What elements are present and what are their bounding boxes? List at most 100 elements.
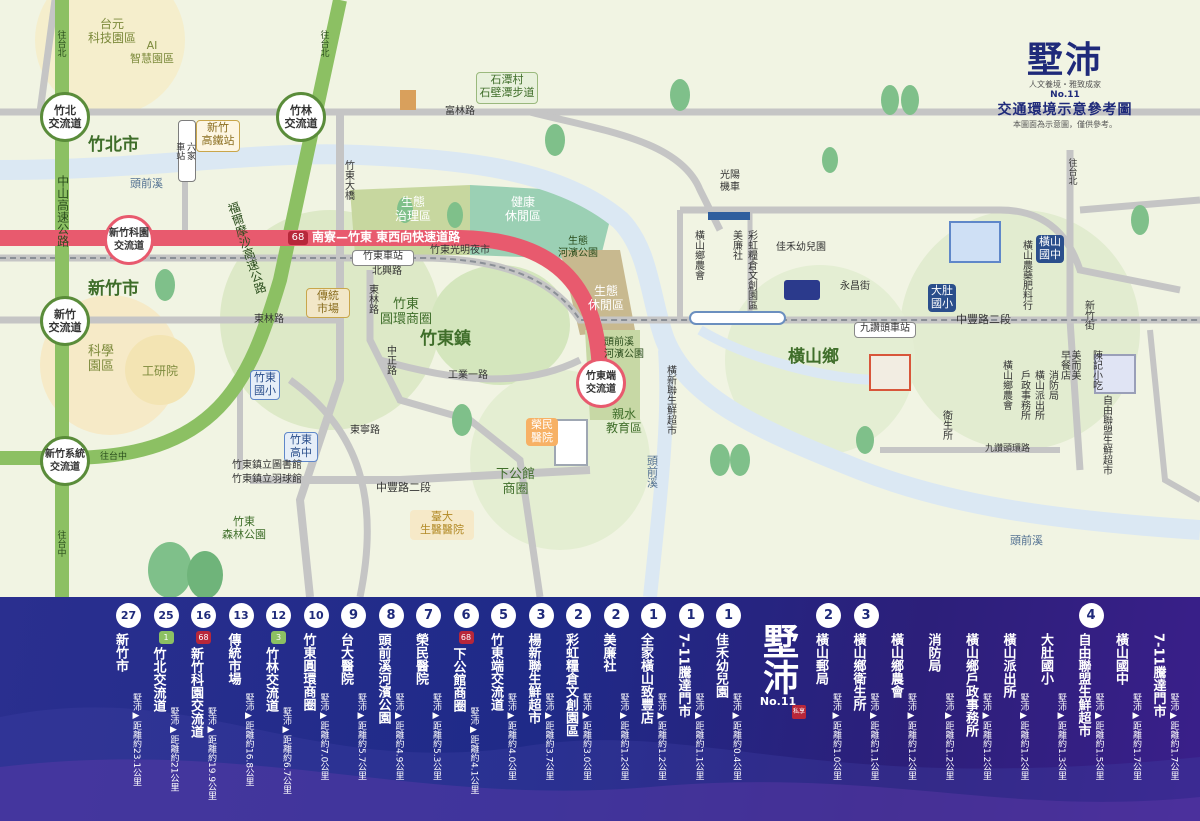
legend-entry-number: 3 (853, 603, 879, 628)
legend-entry-distance: 墅沛▶距離約1.2公里 (981, 693, 991, 781)
qinshui-park-label: 親水 教育區 (606, 407, 643, 435)
zhudong-town-area (430, 265, 570, 385)
legend-logo-number: No.11 (759, 695, 797, 708)
legend-entry-distance: 墅沛▶距離約1.1公里 (868, 693, 879, 781)
legend-entry-distance: 墅沛▶距離約7.0公里 (318, 693, 329, 781)
station-building-icon (708, 212, 750, 220)
legend-entry: 橫山鄉農會墅沛▶距離約1.2公里 (887, 603, 921, 817)
zhulin-ic[interactable]: 竹林 交流道 (276, 92, 326, 142)
rongmin-hospital-label: 榮民 醫院 (526, 418, 558, 446)
zhudong-inner-road (366, 270, 544, 597)
guangming-night-market-label: 竹東光明夜市 (430, 245, 490, 256)
meilianshe-label: 美廉社 (730, 230, 742, 260)
legend-entry-name: 美廉社 (600, 633, 616, 672)
route-68-badge: 68 (288, 231, 308, 245)
train-icon (689, 311, 786, 325)
legend-entry-name: 橫山鄉農會 (888, 633, 903, 698)
legend-entry-distance: 墅沛▶距離約19.9公里 (206, 707, 216, 801)
hospital-building-icon (554, 419, 588, 466)
legend-entry: 大肚國小墅沛▶距離約1.3公里 (1037, 603, 1071, 817)
legend-entry-distance: 墅沛▶距離約0.4公里 (731, 693, 741, 781)
beixing-road-label: 北興路 (372, 266, 402, 277)
xinzhu-science-ic-label: 新竹科園 交流道 (109, 228, 149, 252)
legend-entry: 7-11騰達門市墅沛▶距離約1.7公里 (1150, 603, 1184, 817)
legend-entry-name: 消防局 (925, 633, 941, 672)
legend-entry-name: 竹林交流道 (263, 647, 278, 712)
rainbow-park-label: 彩虹糧倉文創園區 (745, 230, 757, 310)
to-taizhong-2-label: 往台中 (100, 452, 128, 462)
road-curve-ne (529, 108, 724, 232)
xinlian-market-label: 橫新聯生鮮超市 (664, 365, 676, 435)
legend-entry-number: 10 (303, 603, 329, 628)
xinzhu-street (1147, 329, 1200, 503)
breakfast-label: 美而美 早餐店 (1058, 350, 1081, 380)
legend-entry: 橫山鄉戶政事務所墅沛▶距離約1.2公里 (962, 603, 996, 817)
legend-entry-number: 2 (566, 603, 591, 628)
legend-entry-name: 佳禾幼兒園 (713, 633, 728, 698)
zhudong-badminton-label: 竹東鎮立羽球館 (232, 474, 302, 485)
hengshan-junior-label: 橫山 國中 (1036, 235, 1064, 263)
shitan-village-label: 石潭村 石壁潭步道 (476, 72, 538, 104)
zhudong-end-ic[interactable]: 竹東端 交流道 (576, 358, 626, 408)
farm-assoc-label: 橫山鄉農會 (1000, 360, 1012, 410)
legend-background-waves (0, 707, 1200, 821)
legend-entry-distance: 墅沛▶距離約1.1公里 (693, 693, 704, 781)
legend-entry-name: 頭前溪河濱公園 (375, 633, 391, 724)
legend-entry-number: 16 (191, 603, 216, 628)
xinzhu-science-ic[interactable]: 新竹科園 交流道 (104, 215, 154, 265)
legend-entry-name: 竹東圓環商圈 (300, 633, 316, 711)
to-taipei-2-label: 往台北 (318, 30, 329, 57)
hsinchu-city-label: 新竹市 (88, 279, 139, 299)
taiyuan-park-label: 台元 科技園區 (88, 17, 137, 45)
legend-entry-distance: 墅沛▶距離約1.3公里 (1056, 693, 1066, 781)
hengshan-farm-label: 橫山鄉農會 (692, 230, 704, 280)
jiuzantou-station-label: 九讚頭車站 (854, 322, 916, 338)
ziyou-market-label: 自由聯盟生鮮超市 (1100, 395, 1112, 475)
mall-building-icon (1094, 354, 1136, 394)
hengshan-farm-coop-label: 橫山農藥肥料行 (1020, 240, 1032, 310)
police-station-label: 橫山派出所 (1032, 370, 1044, 420)
legend-entry: 10 竹東圓環商圈墅沛▶距離約7.0公里 (300, 603, 334, 817)
brand-title: 交通環境示意參考圖 (997, 102, 1133, 118)
zhongfeng-road (250, 466, 591, 484)
zhubei-ic[interactable]: 竹北 交流道 (40, 92, 90, 142)
itri-area (125, 335, 195, 405)
zhulin-ic-label: 竹林 交流道 (284, 104, 318, 130)
zhongzheng-road-label: 中正路 (384, 345, 396, 375)
eco-river-park-label: 生態 河濱公園 (558, 236, 598, 259)
legend-entry-name: 全家橫山致豐店 (638, 633, 653, 724)
xinzhu-ic[interactable]: 新竹 交流道 (40, 296, 90, 346)
legend-entry-route-badge: 3 (271, 631, 286, 644)
health-center-label: 衛生所 (940, 410, 952, 440)
household-office-label: 戶政事務所 (1018, 370, 1030, 420)
donghua-road-label: 東寧路 (350, 425, 380, 436)
xinzhu-system-ic[interactable]: 新竹系統 交流道 (40, 436, 90, 486)
legend-entry-number: 8 (378, 603, 404, 628)
legend-entry-name: 下公館商圈 (450, 647, 466, 712)
store-building-icon (869, 354, 911, 391)
zhudong-library-label: 竹東鎮立圖書館 (232, 460, 302, 471)
legend-seal: 私享 (792, 705, 806, 719)
legend-entry-number: 25 (153, 603, 179, 628)
legend-logo-text: 墅沛 (757, 623, 799, 695)
road-east-vertical (1066, 150, 1084, 471)
fire-station-label: 消防局 (1046, 370, 1058, 400)
toqian-river (0, 144, 1200, 540)
brand-logo-number: No.11 (1050, 90, 1080, 100)
legend-entry-route-badge: 1 (158, 631, 174, 644)
brand-block: 墅沛 人文養境・雅致成家 No.11 交通環境示意參考圖 本圖面為示意圖，僅供參… (960, 40, 1170, 130)
legend-entry-name: 新竹科園交流道 (188, 647, 203, 738)
legend-entry-name: 7-11騰達門市 (1150, 633, 1166, 718)
zhudong-bridge-label: 竹東大橋 (342, 160, 354, 200)
road-north (36, 0, 59, 113)
xiaguanguan-label: 下公館 商圈 (496, 467, 536, 497)
